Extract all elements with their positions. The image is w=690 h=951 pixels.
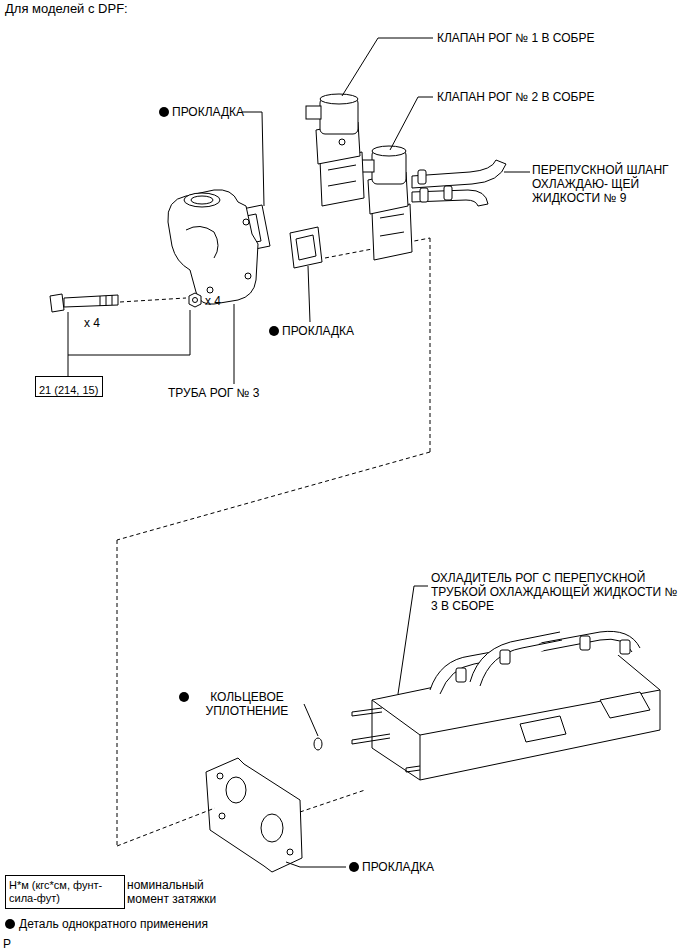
title-note: Для моделей с DPF:: [5, 2, 128, 16]
part-label: ТРУБА РОГ № 3: [168, 386, 259, 400]
gasket: [206, 758, 302, 872]
legend-text: Деталь однократного применения: [19, 917, 208, 931]
part-label: КОЛЬЦЕВОЕ УПЛОТНЕНИЕ: [192, 690, 302, 718]
part-label: ОХЛАДИТЕЛЬ РОГ С ПЕРЕПУСКНОЙ ТРУБКОЙ ОХЛ…: [431, 571, 683, 613]
egr-valve-1: [306, 94, 364, 206]
part-label: КЛАПАН РОГ № 1 В СОБРЕ: [437, 31, 594, 45]
legend-text: номинальный момент затяжки: [127, 878, 227, 906]
egr-cooler: [372, 631, 660, 780]
part-label: x 4: [205, 294, 221, 308]
coolant-hose: [412, 160, 506, 206]
leader-line: [234, 38, 530, 867]
part-label: ПРОКЛАДКА: [362, 860, 434, 874]
bolt: [50, 294, 118, 312]
figure-code: P: [3, 937, 11, 951]
part-label: ПЕРЕПУСКНОЙ ШЛАНГ ОХЛАЖДАЮ- ЩЕЙ ЖИДКОСТИ…: [532, 163, 682, 205]
torque-box: 21 (214, 15): [35, 376, 103, 397]
unit-text: Н*м (кгс*см, фунт-сила-фут): [9, 879, 121, 905]
part-label: x 4: [84, 316, 100, 330]
legend-sample-box: Н*м (кгс*см, фунт-сила-фут): [5, 875, 125, 909]
single-use-dot: [5, 107, 359, 929]
part-label: ПРОКЛАДКА: [282, 324, 354, 338]
egr-valve-2: [360, 146, 412, 260]
part-label: КЛАПАН РОГ № 2 В СОБРЕ: [437, 90, 594, 104]
leader-line: [68, 310, 190, 376]
nut: [189, 293, 201, 307]
stud: [352, 708, 420, 772]
o-ring: [314, 738, 322, 750]
torque-value: 21 (214, 15): [39, 384, 98, 397]
part-label: ПРОКЛАДКА: [172, 105, 244, 119]
egr-pipe-3: [168, 190, 258, 305]
